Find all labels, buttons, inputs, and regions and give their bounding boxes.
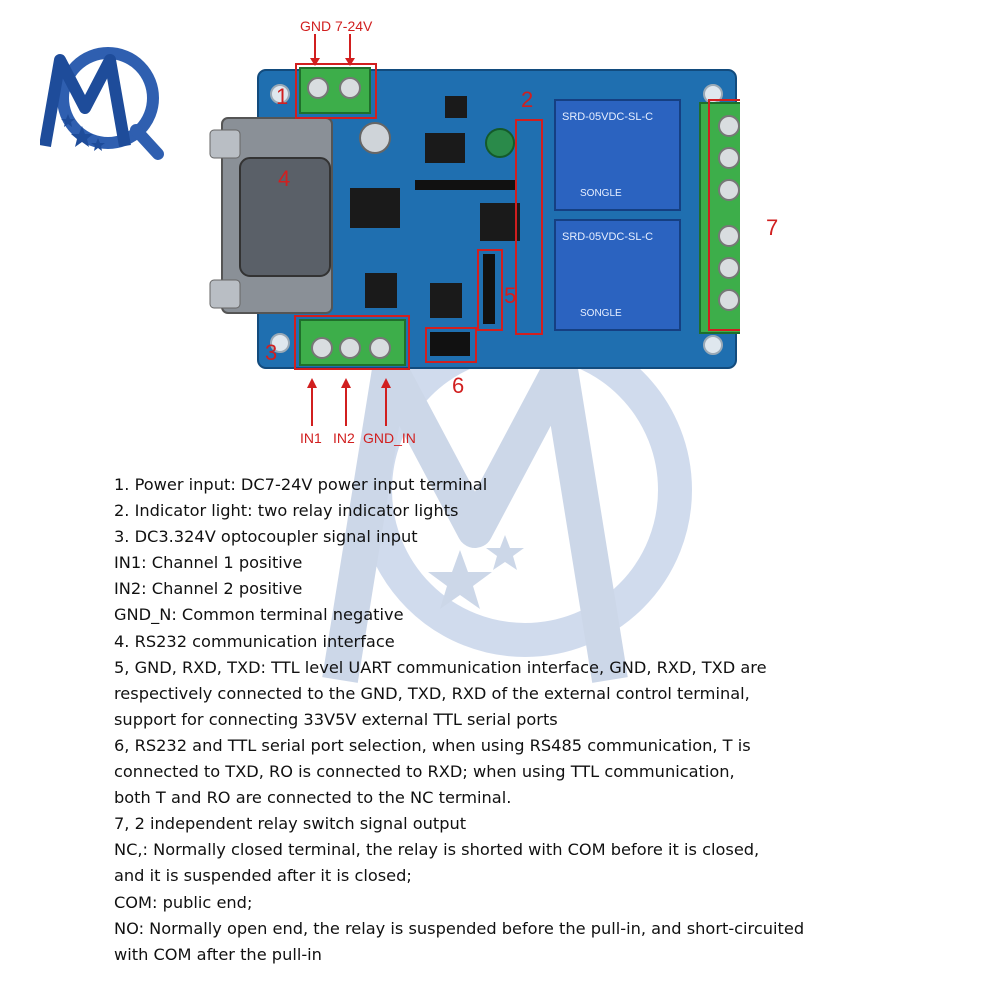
desc-line: NC,: Normally closed terminal, the relay… bbox=[114, 840, 760, 860]
desc-line: NO: Normally open end, the relay is susp… bbox=[114, 918, 805, 938]
callout-5: 5 bbox=[504, 283, 517, 308]
desc-line: GND_N: Common terminal negative bbox=[114, 605, 404, 625]
relay-model-text: SRD-05VDC-SL-C bbox=[562, 111, 653, 123]
desc-line: 7, 2 independent relay switch signal out… bbox=[114, 814, 467, 834]
desc-line: both T and RO are connected to the NC te… bbox=[114, 788, 512, 808]
desc-line: IN1: Channel 1 positive bbox=[114, 553, 303, 573]
desc-line: connected to TXD, RO is connected to RXD… bbox=[114, 762, 735, 782]
desc-line: 1. Power input: DC7-24V power input term… bbox=[114, 475, 488, 494]
callout-3: 3 bbox=[265, 340, 278, 365]
callout-6: 6 bbox=[452, 373, 465, 398]
desc-line: and it is suspended after it is closed; bbox=[114, 866, 412, 886]
desc-line: 6, RS232 and TTL serial port selection, … bbox=[114, 735, 751, 755]
relay-board-image: SRD-05VDC-SL-C SRD-05VDC-SL-C SONGLE SON… bbox=[209, 63, 740, 370]
callout-2: 2 bbox=[521, 87, 534, 112]
top-arrows bbox=[310, 34, 355, 66]
bottom-arrows bbox=[307, 378, 391, 426]
relay-brand-text: SONGLE bbox=[580, 188, 622, 199]
callout-4: 4 bbox=[278, 166, 291, 191]
label-in1: IN1 bbox=[300, 430, 322, 446]
desc-line: 4. RS232 communication interface bbox=[114, 631, 395, 651]
label-7-24v: 7-24V bbox=[335, 18, 373, 34]
desc-line: COM: public end; bbox=[114, 892, 253, 912]
desc-line: IN2: Channel 2 positive bbox=[114, 579, 303, 599]
label-in2: IN2 bbox=[333, 430, 355, 446]
relay-model-text-2: SRD-05VDC-SL-C bbox=[562, 231, 653, 243]
desc-line: with COM after the pull-in bbox=[114, 944, 322, 964]
relay-brand-text-2: SONGLE bbox=[580, 308, 622, 319]
label-gnd-top: GND bbox=[300, 18, 332, 34]
callout-1: 1 bbox=[276, 84, 289, 109]
brand-logo bbox=[40, 47, 164, 160]
callout-7: 7 bbox=[766, 215, 779, 240]
desc-line: 3. DC3.324V optocoupler signal input bbox=[114, 527, 418, 547]
label-gnd-in: GND_IN bbox=[363, 430, 416, 446]
desc-line: 2. Indicator light: two relay indicator … bbox=[114, 501, 459, 521]
desc-line: 5, GND, RXD, TXD: TTL level UART communi… bbox=[114, 657, 767, 677]
desc-line: support for connecting 33V5V external TT… bbox=[114, 709, 558, 729]
description-text: 1. Power input: DC7-24V power input term… bbox=[114, 472, 914, 968]
desc-line: respectively connected to the GND, TXD, … bbox=[114, 683, 750, 703]
